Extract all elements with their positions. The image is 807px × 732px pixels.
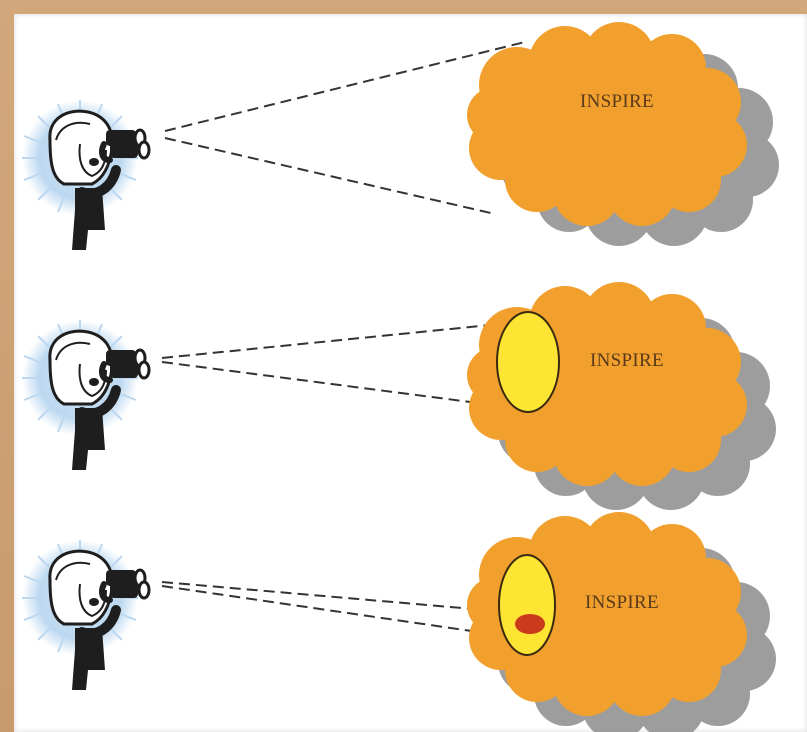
panel-3: INSPIRE xyxy=(22,512,776,732)
panel-2: INSPIRE xyxy=(22,282,776,510)
focus-region xyxy=(496,311,560,413)
cloud-label: INSPIRE xyxy=(580,91,654,112)
sightline-lower xyxy=(161,361,479,404)
sightline-upper xyxy=(161,324,491,359)
sightline-lower xyxy=(164,137,496,215)
sightline-upper xyxy=(164,41,526,132)
cloud-label: INSPIRE xyxy=(590,350,664,371)
cloud xyxy=(467,22,747,226)
sightlines xyxy=(164,41,526,215)
focus-point xyxy=(515,614,545,634)
cloud-label: INSPIRE xyxy=(585,592,659,613)
person-with-binoculars-icon xyxy=(22,320,149,470)
person-with-binoculars-icon xyxy=(22,540,149,690)
sightlines xyxy=(161,581,509,635)
sightline-lower xyxy=(161,585,493,635)
sightline-upper xyxy=(161,581,509,613)
panel-1: INSPIRE xyxy=(22,22,779,250)
person-with-binoculars-icon xyxy=(22,100,149,250)
focus-region xyxy=(498,554,556,656)
sightlines xyxy=(161,324,491,404)
